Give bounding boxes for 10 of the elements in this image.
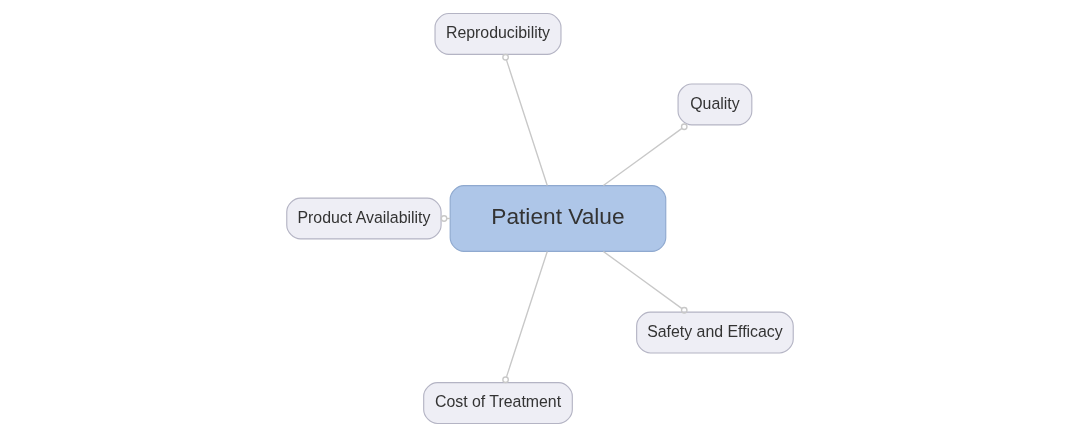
connector — [502, 53, 548, 186]
node-box: Patient Value — [449, 184, 667, 252]
node-box: Quality — [677, 82, 753, 125]
connector — [602, 250, 688, 314]
node-box: Safety and Efficacy — [636, 311, 794, 354]
node-box: Product Availability — [286, 197, 442, 239]
node-box: Cost of Treatment — [423, 381, 573, 424]
connector — [602, 122, 688, 186]
connector — [502, 250, 548, 383]
node-box: Reproducibility — [434, 12, 562, 55]
